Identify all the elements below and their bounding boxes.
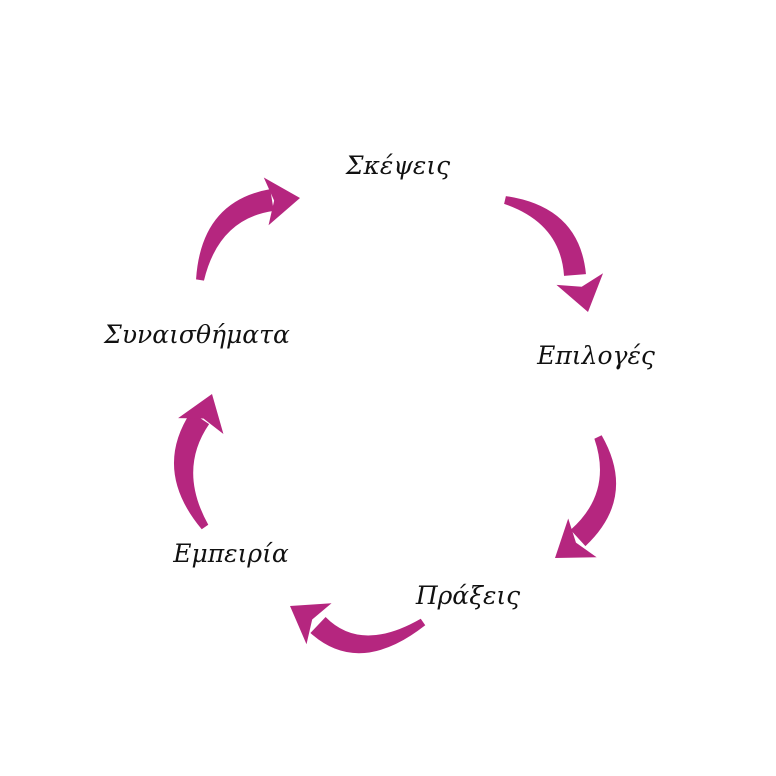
node-label-choices: Επιλογές	[536, 341, 655, 370]
cycle-arrows	[173, 177, 617, 654]
arrow-head-choices-to-actions	[555, 518, 597, 558]
node-label-thoughts: Σκέψεις	[345, 151, 450, 180]
arrow-head-feelings-to-thoughts	[263, 177, 300, 226]
node-label-experience: Εμπειρία	[172, 539, 289, 568]
arrow-body-experience-to-feelings	[173, 411, 210, 530]
arrow-head-actions-to-experience	[290, 603, 332, 645]
arrow-body-actions-to-experience	[310, 617, 426, 654]
arrow-body-choices-to-actions	[570, 435, 617, 547]
arrow-head-experience-to-feelings	[178, 394, 224, 435]
arrow-head-thoughts-to-choices	[556, 273, 604, 312]
node-label-actions: Πράξεις	[415, 581, 520, 610]
arrow-body-thoughts-to-choices	[504, 196, 586, 276]
node-label-feelings: Συναισθήματα	[103, 320, 290, 349]
arrow-body-feelings-to-thoughts	[196, 189, 274, 281]
